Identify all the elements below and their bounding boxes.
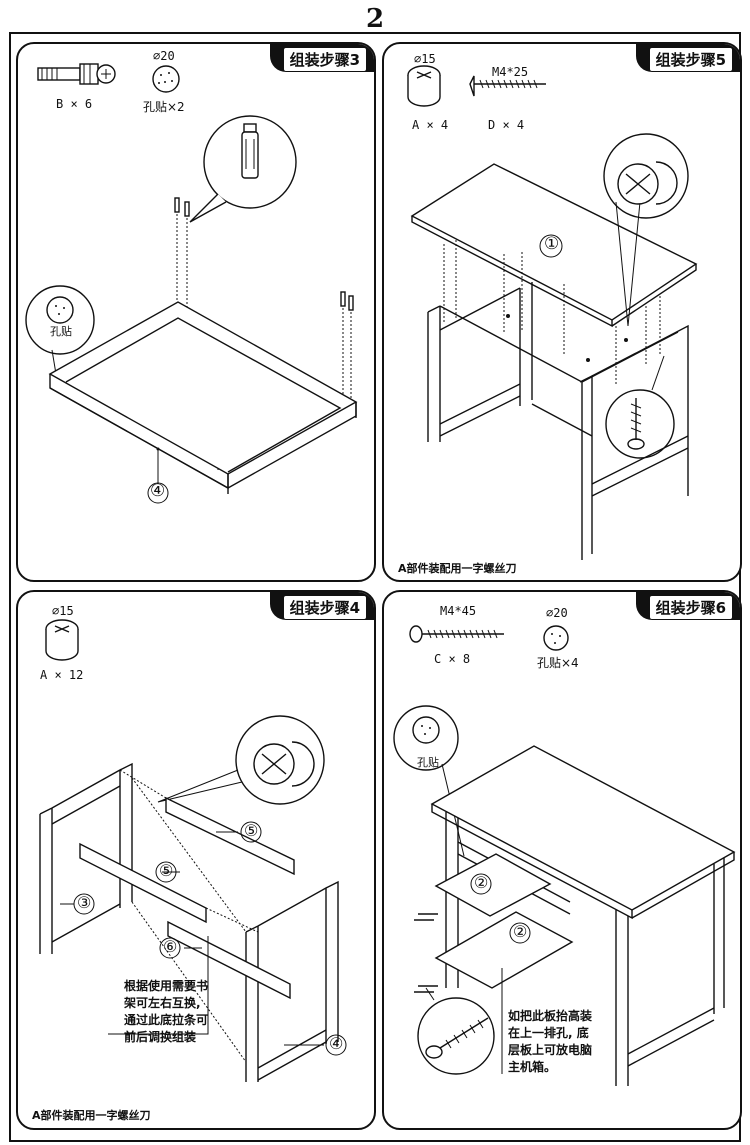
bolt-detail-callout <box>189 115 297 223</box>
step6-callout-lower-shelf: ② <box>513 922 528 941</box>
cam-lock-icon <box>407 65 441 107</box>
step3-panel: 组装步骤3 <box>16 42 376 582</box>
step4-part-cam-label: A × 12 <box>40 668 84 682</box>
step5-title: 组装步骤5 <box>649 48 732 71</box>
step4-footnote: A部件装配用一字螺丝刀 <box>32 1109 151 1122</box>
step4-callout-6: ⑥ <box>163 937 178 956</box>
cam-lock-detail-callout <box>603 133 689 327</box>
step4-callout-5-top: ⑤ <box>244 821 259 840</box>
rail-5-front <box>79 842 207 924</box>
step6-part-screw-label: C × 8 <box>434 652 471 666</box>
step5-panel: 组装步骤5 <box>382 42 742 582</box>
step4-note: 根据使用需要书 架可左右互换, 通过此底拉条可 前后调换组装 <box>124 979 209 1044</box>
cam-lock-icon <box>45 619 79 661</box>
step5-title-tab: 组装步骤5 <box>635 44 740 72</box>
step3-title: 组装步骤3 <box>283 48 366 71</box>
cam-bolt-icon <box>37 63 116 85</box>
step4-panel: 组装步骤4 <box>16 590 376 1130</box>
step6-note: 如把此板抬高装 在上一排孔, 底 层板上可放电脑 主机箱。 <box>508 1009 593 1074</box>
step5-footnote: A部件装配用一字螺丝刀 <box>398 562 517 575</box>
step6-cap-callout-label: 孔贴 <box>417 756 439 769</box>
step6-part-screw-size: M4*45 <box>440 604 477 618</box>
step6-panel: 组装步骤6 <box>382 590 742 1130</box>
step6-part-cap-size: ⌀20 <box>546 606 568 620</box>
step5-part-cam-label: A × 4 <box>412 118 449 132</box>
step3-title-tab: 组装步骤3 <box>269 44 374 72</box>
rail-6-bottom <box>167 920 291 1000</box>
page-number: 2 <box>365 4 385 34</box>
step4-callout-4: ④ <box>329 1034 344 1053</box>
step6-part-cap-label: 孔贴×4 <box>537 656 579 670</box>
side-screws <box>414 913 438 993</box>
step5-part-callout: ① <box>544 234 560 254</box>
long-screw-icon <box>409 625 504 643</box>
step4-title: 组装步骤4 <box>283 596 366 619</box>
step3-part-cap-label: 孔贴×2 <box>143 100 185 114</box>
step4-illustration <box>39 619 347 1082</box>
step3-part-cap-size: ⌀20 <box>153 49 175 63</box>
hole-cap-detail-callout <box>393 705 465 857</box>
step6-callout-upper-shelf: ② <box>474 873 489 892</box>
hole-cap-icon <box>543 625 569 651</box>
step5-part-screw-size: M4*25 <box>492 65 529 79</box>
upper-shelf <box>434 853 552 917</box>
step5-part-screw-label: D × 4 <box>488 118 525 132</box>
step4-callout-5-front: ⑤ <box>159 861 174 880</box>
cam-lock-detail-callout <box>157 715 325 805</box>
step4-callout-3: ③ <box>77 893 92 912</box>
hole-cap-icon <box>152 65 180 93</box>
step3-illustration <box>25 63 358 504</box>
screw-icon <box>469 75 546 97</box>
step6-title-tab: 组装步骤6 <box>635 592 740 620</box>
step6-title: 组装步骤6 <box>649 596 732 619</box>
step3-part-callout: ④ <box>150 481 166 501</box>
lower-shelf <box>434 911 574 989</box>
screw-detail-callout <box>605 355 675 459</box>
step5-illustration <box>407 65 698 560</box>
screw-detail-callout <box>417 987 495 1075</box>
rail-5-top <box>165 796 295 876</box>
assembled-desk <box>430 745 736 1086</box>
desk-frame <box>427 282 689 560</box>
page-frame <box>9 32 741 1142</box>
step5-part-cam-size: ⌀15 <box>414 52 436 66</box>
step4-part-cam-size: ⌀15 <box>52 604 74 618</box>
step3-part-bolt-label: B × 6 <box>56 97 93 111</box>
desktop-panel <box>410 163 698 328</box>
hole-cap-detail-callout <box>25 285 95 375</box>
left-side-frame <box>39 762 133 954</box>
step6-illustration <box>393 625 736 1086</box>
step4-title-tab: 组装步骤4 <box>269 592 374 620</box>
base-frame <box>48 301 358 494</box>
right-side-frame <box>245 880 339 1082</box>
step3-cap-callout-label: 孔贴 <box>50 325 72 338</box>
